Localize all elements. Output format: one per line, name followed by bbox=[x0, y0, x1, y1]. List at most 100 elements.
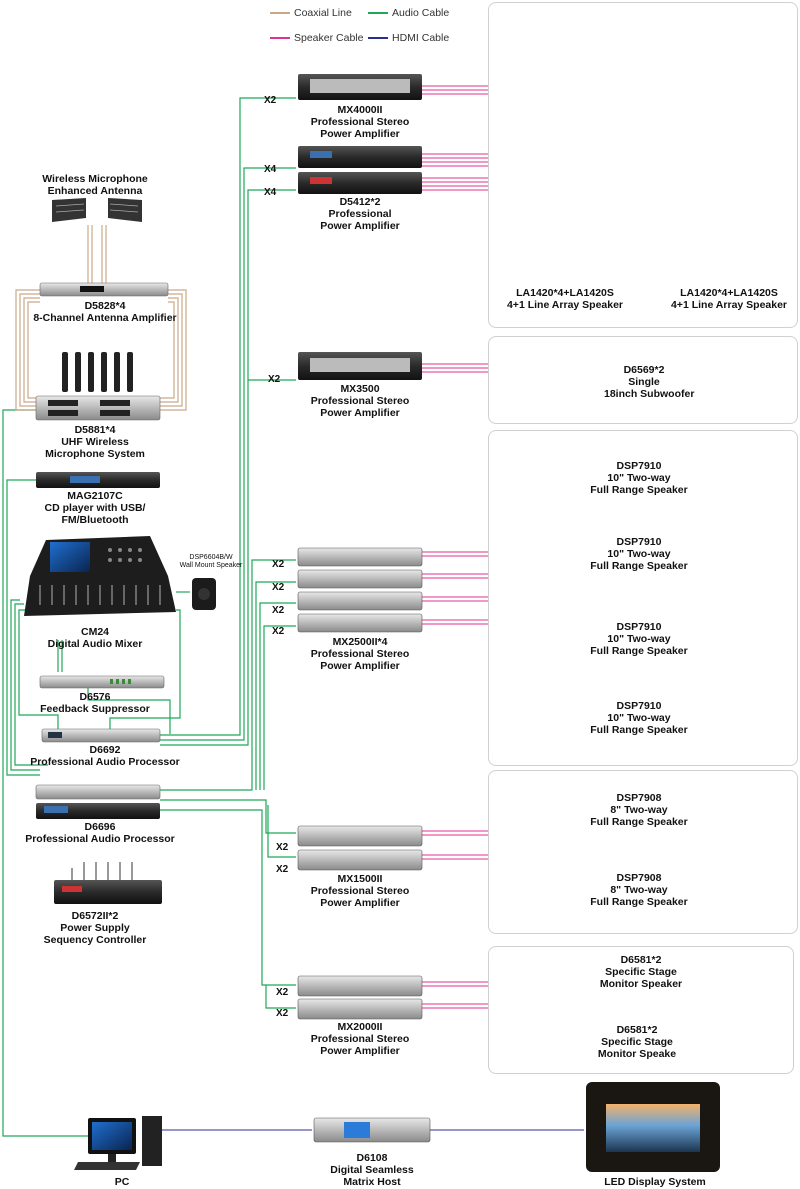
label-line: D5828*4 bbox=[84, 300, 126, 312]
multiplier-mx1500-b: X2 bbox=[276, 864, 289, 875]
label-line: Wall Mount Speaker bbox=[179, 562, 243, 569]
label-line: Full Range Speaker bbox=[590, 484, 688, 496]
label-line: 8-Channel Antenna Amplifier bbox=[33, 312, 177, 324]
label-line: LA1420*4+LA1420S bbox=[516, 287, 614, 299]
label-line: D6576 bbox=[79, 691, 111, 703]
label-line: MAG2107C bbox=[67, 490, 123, 502]
multiplier-mx1500-a: X2 bbox=[276, 842, 289, 853]
label-line: CM24 bbox=[80, 626, 109, 638]
multiplier-mx2000-b: X2 bbox=[276, 1008, 289, 1019]
label-line: MX3500 bbox=[340, 383, 380, 395]
d6108-device-icon bbox=[313, 1117, 431, 1143]
dsp7910-panel bbox=[488, 430, 798, 766]
legend-label: Speaker Cable bbox=[294, 32, 364, 44]
label-line: Professional bbox=[328, 208, 392, 220]
dsp6604-speaker-icon bbox=[192, 578, 216, 610]
label-line: DSP6604B/W bbox=[189, 554, 233, 561]
mx2500-amp-icon bbox=[297, 547, 423, 633]
label-line: D6581*2 bbox=[616, 1024, 658, 1036]
label-line: Microphone System bbox=[45, 448, 145, 460]
label-line: 4+1 Line Array Speaker bbox=[506, 299, 624, 311]
d6692-device-icon bbox=[41, 728, 161, 743]
line-array-panel bbox=[488, 2, 798, 328]
d5881-device-icon bbox=[35, 352, 161, 421]
label-line: 8" Two-way bbox=[610, 804, 668, 816]
label-line: MX2000II bbox=[337, 1021, 383, 1033]
multiplier-mx4000: X2 bbox=[264, 95, 277, 106]
label-line: D6581*2 bbox=[620, 954, 662, 966]
label-line: 18inch Subwoofer bbox=[604, 388, 695, 400]
label-line: Professional Stereo bbox=[310, 648, 410, 660]
label-line: Professional Audio Processor bbox=[30, 756, 180, 768]
label-line: Professional Stereo bbox=[310, 116, 410, 128]
label-line: Power Amplifier bbox=[320, 407, 400, 419]
label-line: 4+1 Line Array Speaker bbox=[670, 299, 788, 311]
d6696-device-icon bbox=[35, 784, 161, 819]
d5412-amp-icon bbox=[298, 146, 422, 194]
label-line: Professional Audio Processor bbox=[25, 833, 175, 845]
label-line: DSP7908 bbox=[616, 792, 662, 804]
d6576-device-icon bbox=[39, 675, 165, 689]
label-line: 10" Two-way bbox=[607, 712, 671, 724]
label-line: D6569*2 bbox=[623, 364, 665, 376]
label-line: Full Range Speaker bbox=[590, 560, 688, 572]
label-line: LA1420*4+LA1420S bbox=[680, 287, 778, 299]
label-line: Full Range Speaker bbox=[590, 816, 688, 828]
label-line: CD player with USB/ bbox=[44, 502, 146, 514]
label-line: MX2500II*4 bbox=[332, 636, 388, 648]
label-line: DSP7910 bbox=[616, 700, 662, 712]
label-line: Digital Seamless bbox=[330, 1164, 414, 1176]
led-display-icon bbox=[586, 1082, 720, 1172]
label-line: D6696 bbox=[84, 821, 116, 833]
label-line: DSP7910 bbox=[616, 536, 662, 548]
mx1500-amp-icon bbox=[297, 825, 423, 871]
label-line: MX1500II bbox=[337, 873, 383, 885]
cm24-device-icon bbox=[24, 536, 176, 616]
legend-coaxial: Coaxial Line bbox=[270, 7, 352, 19]
coaxial-cables bbox=[15, 225, 187, 411]
label-line: Professional Stereo bbox=[310, 395, 410, 407]
mag2107c-device-icon bbox=[36, 472, 160, 488]
multiplier-mx2000-a: X2 bbox=[276, 987, 289, 998]
legend-label: Audio Cable bbox=[392, 7, 450, 19]
label-line: Full Range Speaker bbox=[590, 896, 688, 908]
multiplier-d5412-a: X4 bbox=[264, 164, 277, 175]
multiplier-mx2500-a: X2 bbox=[272, 559, 285, 570]
d5828-device-icon bbox=[39, 282, 169, 297]
subwoofer-panel bbox=[488, 336, 798, 424]
monitor-panel bbox=[488, 946, 794, 1074]
label-line: Monitor Speake bbox=[597, 1048, 677, 1060]
label-line: Wireless Microphone bbox=[42, 173, 148, 185]
pc-label: PC bbox=[114, 1176, 130, 1188]
label-line: DSP7910 bbox=[616, 460, 662, 472]
label-line: Professional Stereo bbox=[310, 885, 410, 897]
legend-label: HDMI Cable bbox=[392, 32, 450, 44]
dsp7908-panel bbox=[488, 770, 798, 934]
label-line: D6692 bbox=[89, 744, 121, 756]
audio-swatch bbox=[368, 12, 388, 15]
coaxial-swatch bbox=[270, 12, 290, 15]
speaker-swatch bbox=[270, 37, 290, 40]
label-line: D5412*2 bbox=[339, 196, 381, 208]
label-line: Professional Stereo bbox=[310, 1033, 410, 1045]
label-line: Feedback Suppressor bbox=[40, 703, 150, 715]
mx3500-amp-icon bbox=[298, 352, 422, 380]
label-line: Single bbox=[628, 376, 660, 388]
label-line: 10" Two-way bbox=[607, 633, 671, 645]
